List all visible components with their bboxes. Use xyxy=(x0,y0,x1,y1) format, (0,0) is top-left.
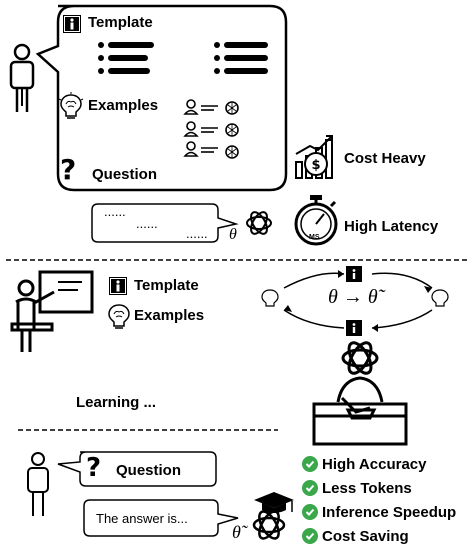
stopwatch-text: MS xyxy=(309,234,320,241)
info-icon xyxy=(109,277,127,295)
learning-label: Learning ... xyxy=(76,394,157,411)
dots-2: ...... xyxy=(136,216,158,231)
check-circle-icon xyxy=(302,456,318,472)
response-bubble-top xyxy=(91,203,239,243)
openai-logo-icon xyxy=(252,510,286,540)
benefit-item: Cost Saving xyxy=(302,524,456,548)
stopwatch-icon xyxy=(294,195,338,246)
benefit-item: Less Tokens xyxy=(302,476,456,500)
benefits-list: High Accuracy Less Tokens Inference Spee… xyxy=(302,452,456,548)
info-icon xyxy=(63,15,81,33)
brain-bulb-icon xyxy=(58,92,84,119)
graduation-cap-icon xyxy=(254,492,294,513)
benefit-label: Cost Saving xyxy=(322,527,409,545)
benefit-item: High Accuracy xyxy=(302,452,456,476)
dots-1: ...... xyxy=(104,204,126,219)
benefit-label: High Accuracy xyxy=(322,455,427,473)
check-circle-icon xyxy=(302,480,318,496)
question-bubble xyxy=(57,451,217,487)
theta-update-equation: θ → θ̃ xyxy=(328,286,378,308)
template-label-top: Template xyxy=(88,14,153,31)
openai-logo-icon xyxy=(246,211,272,235)
person-icon xyxy=(9,43,35,112)
high-latency-label: High Latency xyxy=(344,218,439,235)
prompt-bubble xyxy=(35,4,288,192)
examples-label-top: Examples xyxy=(88,97,159,114)
teacher-board-icon xyxy=(10,270,94,352)
person-icon xyxy=(27,452,49,516)
section-divider xyxy=(6,259,470,261)
question-mark-icon: ? xyxy=(60,153,77,186)
money-chart-icon: $ xyxy=(295,135,333,179)
benefit-item: Inference Speedup xyxy=(302,500,456,524)
examples-label-mid: Examples xyxy=(134,307,205,324)
question-label-bottom: Question xyxy=(116,462,182,479)
question-mark-icon: ? xyxy=(86,453,102,483)
brain-bulb-icon xyxy=(108,304,130,329)
theta-symbol: θ xyxy=(229,226,237,243)
user-list-icon xyxy=(183,99,239,159)
list-icon xyxy=(98,42,154,74)
answer-bubble xyxy=(83,499,239,537)
check-circle-icon xyxy=(302,528,318,544)
list-icon xyxy=(214,42,268,74)
benefit-label: Less Tokens xyxy=(322,479,412,497)
cost-heavy-label: Cost Heavy xyxy=(344,150,426,167)
dots-3: ...... xyxy=(186,226,208,241)
student-desk-icon xyxy=(312,341,408,446)
svg-text:$: $ xyxy=(311,158,320,173)
theta-tilde-symbol: θ̃ xyxy=(232,522,241,542)
question-label-top: Question xyxy=(92,166,158,183)
template-label-mid: Template xyxy=(134,277,199,294)
check-circle-icon xyxy=(302,504,318,520)
benefit-label: Inference Speedup xyxy=(322,503,457,521)
section-divider xyxy=(18,429,278,431)
learning-cycle-diagram xyxy=(261,266,449,336)
answer-text: The answer is... xyxy=(96,511,188,526)
